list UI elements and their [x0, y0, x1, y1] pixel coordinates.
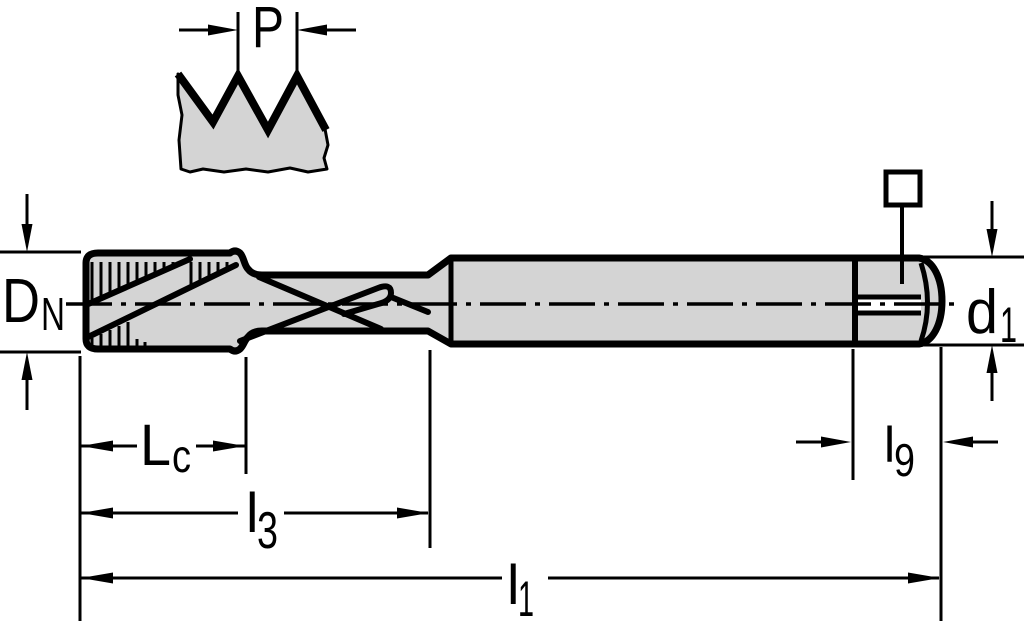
label-square-length: l: [884, 417, 895, 473]
dimension-shank-diameter: [924, 201, 1024, 401]
label-pitch: P: [252, 0, 284, 60]
label-thread-length-sub: 3: [257, 502, 278, 560]
label-nominal-diameter-sub: N: [41, 288, 65, 340]
square-drive-callout: [883, 169, 923, 284]
spiral-flutes: [83, 256, 431, 344]
l1-arrowhead-left: [81, 572, 113, 584]
l3-arrowhead-left: [81, 507, 113, 519]
thread-profile-flanks: [174, 67, 330, 139]
dimension-overall-length: [81, 572, 940, 584]
d1-arrowhead-bottom: [986, 345, 998, 373]
dimension-chamfer-length: [81, 440, 245, 452]
label-nominal-diameter: D: [2, 267, 40, 336]
pitch-arrowhead-right: [297, 24, 327, 36]
label-overall-length: l: [507, 553, 519, 616]
label-overall-length-sub: 1: [518, 571, 534, 626]
l9-arrowhead-right: [943, 436, 973, 448]
label-square-length-sub: 9: [894, 434, 915, 486]
label-shank-diameter: d: [966, 278, 998, 347]
label-thread-length: l: [246, 481, 258, 544]
thread-profile-detail: [174, 67, 330, 174]
label-shank-diameter-sub: 1: [1000, 297, 1017, 353]
label-chamfer-length: L: [140, 413, 171, 478]
lc-arrowhead-left: [81, 440, 113, 452]
square-symbol-icon: [883, 169, 923, 208]
tap-silhouette: [82, 247, 946, 355]
dimension-nominal-diameter: [0, 194, 81, 410]
l3-arrowhead-right: [397, 507, 429, 519]
dimension-pitch: [179, 12, 356, 71]
length-extension-lines: [78, 347, 943, 621]
l1-arrowhead-right: [908, 572, 940, 584]
lc-arrowhead-right: [213, 440, 245, 452]
tap-body: [82, 247, 946, 355]
dn-arrowhead-top: [21, 224, 33, 252]
square-flat-edges: [857, 294, 921, 316]
dn-extension-lines: [0, 250, 81, 354]
d1-arrowhead-top: [986, 229, 998, 257]
pitch-arrowhead-left: [208, 24, 238, 36]
dn-arrowhead-bottom: [21, 352, 33, 380]
pitch-extension-lines: [236, 12, 299, 71]
dimension-square-length: [796, 436, 998, 448]
square-flat-face: [857, 299, 921, 311]
label-chamfer-length-sub: c: [172, 430, 191, 482]
l9-arrowhead-left: [821, 436, 851, 448]
dimension-thread-length: [81, 507, 429, 519]
d1-extension-lines: [924, 255, 1024, 347]
